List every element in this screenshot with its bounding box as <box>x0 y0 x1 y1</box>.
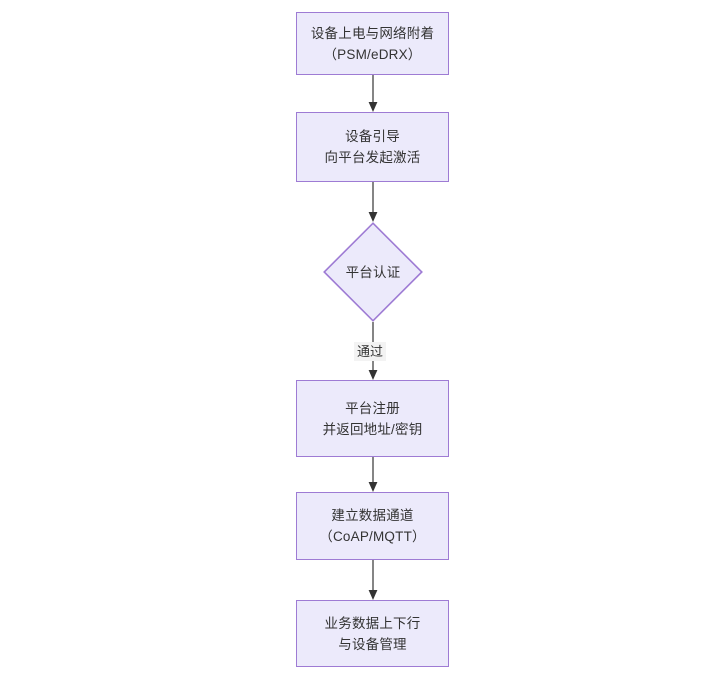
node-line: 业务数据上下行 <box>324 615 421 631</box>
edge-n2-to-n3 <box>365 181 381 223</box>
node-line: （PSM/eDRX） <box>323 46 422 62</box>
edge-n1-to-n2 <box>365 74 381 113</box>
node-business-data-and-device-mgmt[interactable]: 业务数据上下行 与设备管理 <box>296 600 449 667</box>
node-line: 设备引导 <box>345 129 400 144</box>
diamond-shape-icon <box>323 222 423 322</box>
node-device-power-on[interactable]: 设备上电与网络附着 （PSM/eDRX） <box>296 12 449 75</box>
edge-n4-to-n5 <box>365 457 381 493</box>
node-establish-data-channel[interactable]: 建立数据通道 （CoAP/MQTT） <box>296 492 449 560</box>
edge-label-pass: 通过 <box>354 342 387 361</box>
node-line: 平台认证 <box>345 264 401 280</box>
node-line: （CoAP/MQTT） <box>319 529 426 544</box>
node-line: 并返回地址/密钥 <box>322 421 423 437</box>
node-device-bootstrap[interactable]: 设备引导 向平台发起激活 <box>296 112 449 182</box>
node-platform-register[interactable]: 平台注册 并返回地址/密钥 <box>296 380 449 457</box>
node-line: 建立数据通道 <box>331 508 414 523</box>
node-platform-auth-decision[interactable]: 平台认证 <box>323 222 423 322</box>
node-line: 平台注册 <box>345 400 400 416</box>
node-line: 设备上电与网络附着 <box>310 25 435 41</box>
node-line: 与设备管理 <box>338 636 407 652</box>
edge-n5-to-n6 <box>365 560 381 601</box>
node-line: 向平台发起激活 <box>324 150 421 165</box>
